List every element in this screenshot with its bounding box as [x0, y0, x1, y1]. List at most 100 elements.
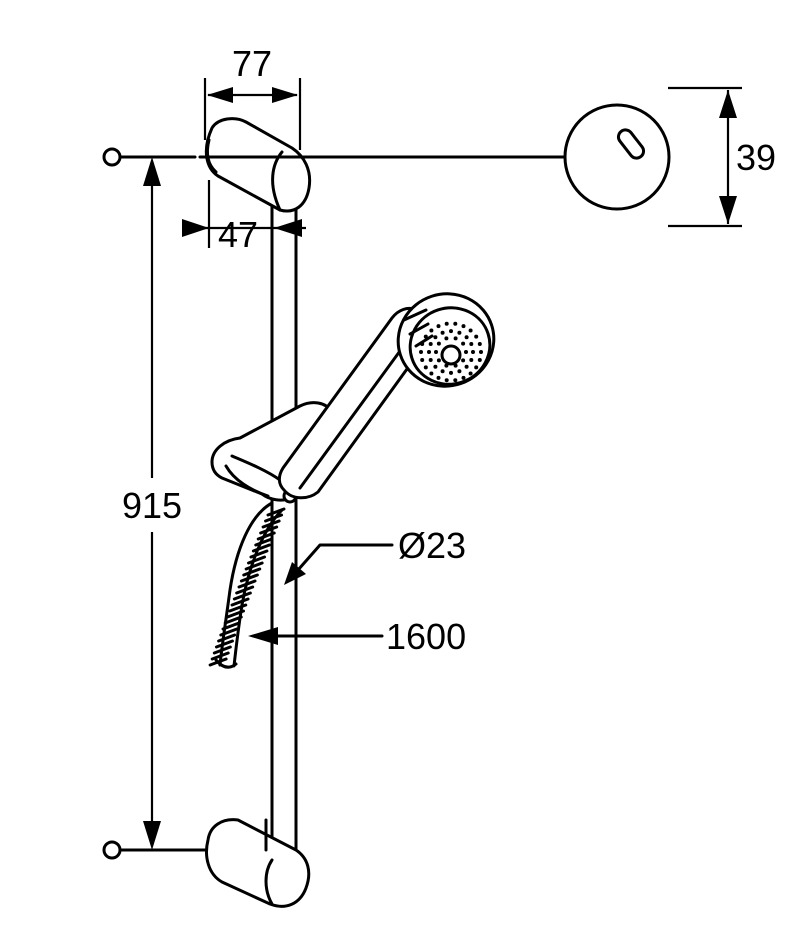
spray-nozzle [477, 342, 482, 346]
shower-head [396, 292, 496, 388]
hose-coil [242, 567, 262, 577]
dimension-arrow-down [143, 821, 161, 850]
hose-coil [259, 525, 279, 535]
spray-nozzle [440, 330, 445, 335]
spray-nozzle [444, 378, 449, 383]
hose-coil [232, 591, 252, 601]
spray-nozzle [428, 342, 433, 346]
slide-rail [270, 203, 298, 857]
spray-nozzle [429, 371, 434, 376]
spray-nozzle [433, 364, 438, 369]
hose-coil [219, 627, 239, 637]
hose-coil [254, 537, 274, 547]
hose-coil [230, 597, 250, 607]
dimension-arrow-up [719, 90, 737, 118]
spray-nozzle [461, 324, 466, 329]
rail-length-label: 915 [122, 485, 182, 526]
spray-nozzle [444, 321, 449, 326]
hose-coil [225, 609, 245, 619]
hose-length-label: 1600 [386, 616, 466, 657]
spray-nozzle [461, 341, 466, 346]
hose-coil [212, 645, 232, 655]
hose-coil [266, 507, 286, 517]
spray-nozzle [469, 358, 474, 362]
rosette-slot [616, 128, 646, 160]
shower-hose [208, 501, 286, 669]
spray-nozzle [477, 358, 482, 362]
spray-nozzle [436, 358, 441, 363]
cover-diameter-dimension: 39 [668, 86, 776, 228]
spray-nozzle [474, 334, 479, 339]
hose-coil [217, 633, 237, 643]
spray-nozzle [449, 370, 453, 375]
rail-diameter-label: Ø23 [398, 525, 466, 566]
top-wall-bracket [204, 117, 312, 213]
spray-nozzle [433, 335, 438, 340]
leader-arrow [248, 627, 278, 645]
dimension-arrow-right [182, 219, 209, 237]
spray-nozzle [469, 342, 474, 346]
hose-coil [237, 579, 257, 589]
spray-nozzle [464, 335, 469, 340]
hose-coil [214, 639, 234, 649]
bracket-width-dimension: 47 [182, 180, 306, 255]
bracket-depth-label: 77 [232, 43, 272, 84]
top-wall-fixing-point [102, 147, 197, 167]
spray-nozzle [436, 375, 441, 380]
hose-coil [210, 651, 230, 661]
spray-nozzle [461, 358, 466, 363]
spray-nozzle [436, 324, 441, 329]
hose-coil [244, 561, 264, 571]
hose-length-callout: 1600 [248, 616, 466, 657]
spray-nozzle [420, 358, 425, 362]
spray-nozzle [444, 336, 449, 341]
bottom-wall-fixing-point [102, 840, 212, 860]
spray-nozzle [457, 369, 462, 374]
hose-coil [228, 603, 248, 613]
spray-nozzle [427, 350, 431, 354]
spray-nozzle [468, 371, 473, 376]
spray-nozzle [434, 350, 438, 354]
hose-coil [261, 519, 281, 529]
spray-nozzle [436, 341, 441, 346]
bracket-depth-dimension: 77 [203, 43, 302, 150]
spray-nozzle [464, 364, 469, 369]
hose-coil [264, 513, 284, 523]
spray-nozzle [440, 369, 445, 374]
rail-diameter-callout: Ø23 [284, 525, 466, 585]
leader-arrow [284, 562, 306, 585]
spray-nozzle [453, 321, 458, 326]
spray-nozzle [474, 365, 479, 370]
spray-nozzle [464, 350, 468, 354]
spray-nozzle [429, 328, 434, 333]
hose-coil [247, 555, 267, 565]
spray-nozzle [419, 350, 423, 354]
dimension-arrow-right [272, 87, 298, 103]
dimension-arrow-left [274, 219, 302, 237]
rail-length-dimension: 915 [122, 157, 182, 850]
hose-coil [249, 549, 269, 559]
hand-shower [277, 292, 496, 500]
hose-coil [235, 585, 255, 595]
spray-nozzle [479, 350, 483, 354]
dimension-arrow-left [207, 87, 233, 103]
spray-nozzle [449, 329, 453, 334]
bracket-width-label: 47 [218, 214, 258, 255]
spray-nozzle [468, 328, 473, 333]
cover-diameter-label: 39 [736, 137, 776, 178]
spray-nozzle [471, 350, 475, 354]
spray-nozzle [423, 365, 428, 370]
hose-coil [251, 543, 271, 553]
cover-rosette [198, 103, 671, 211]
dimension-arrow-down [719, 196, 737, 224]
spray-nozzle [457, 330, 462, 335]
hose-coil [221, 621, 241, 631]
bottom-wall-bracket [205, 818, 311, 908]
hose-coil [256, 531, 276, 541]
spray-nozzle [453, 336, 458, 341]
dimension-arrow-up [143, 157, 161, 186]
spray-nozzle [453, 378, 458, 383]
spray-nozzle [461, 375, 466, 380]
hose-coil [239, 573, 259, 583]
